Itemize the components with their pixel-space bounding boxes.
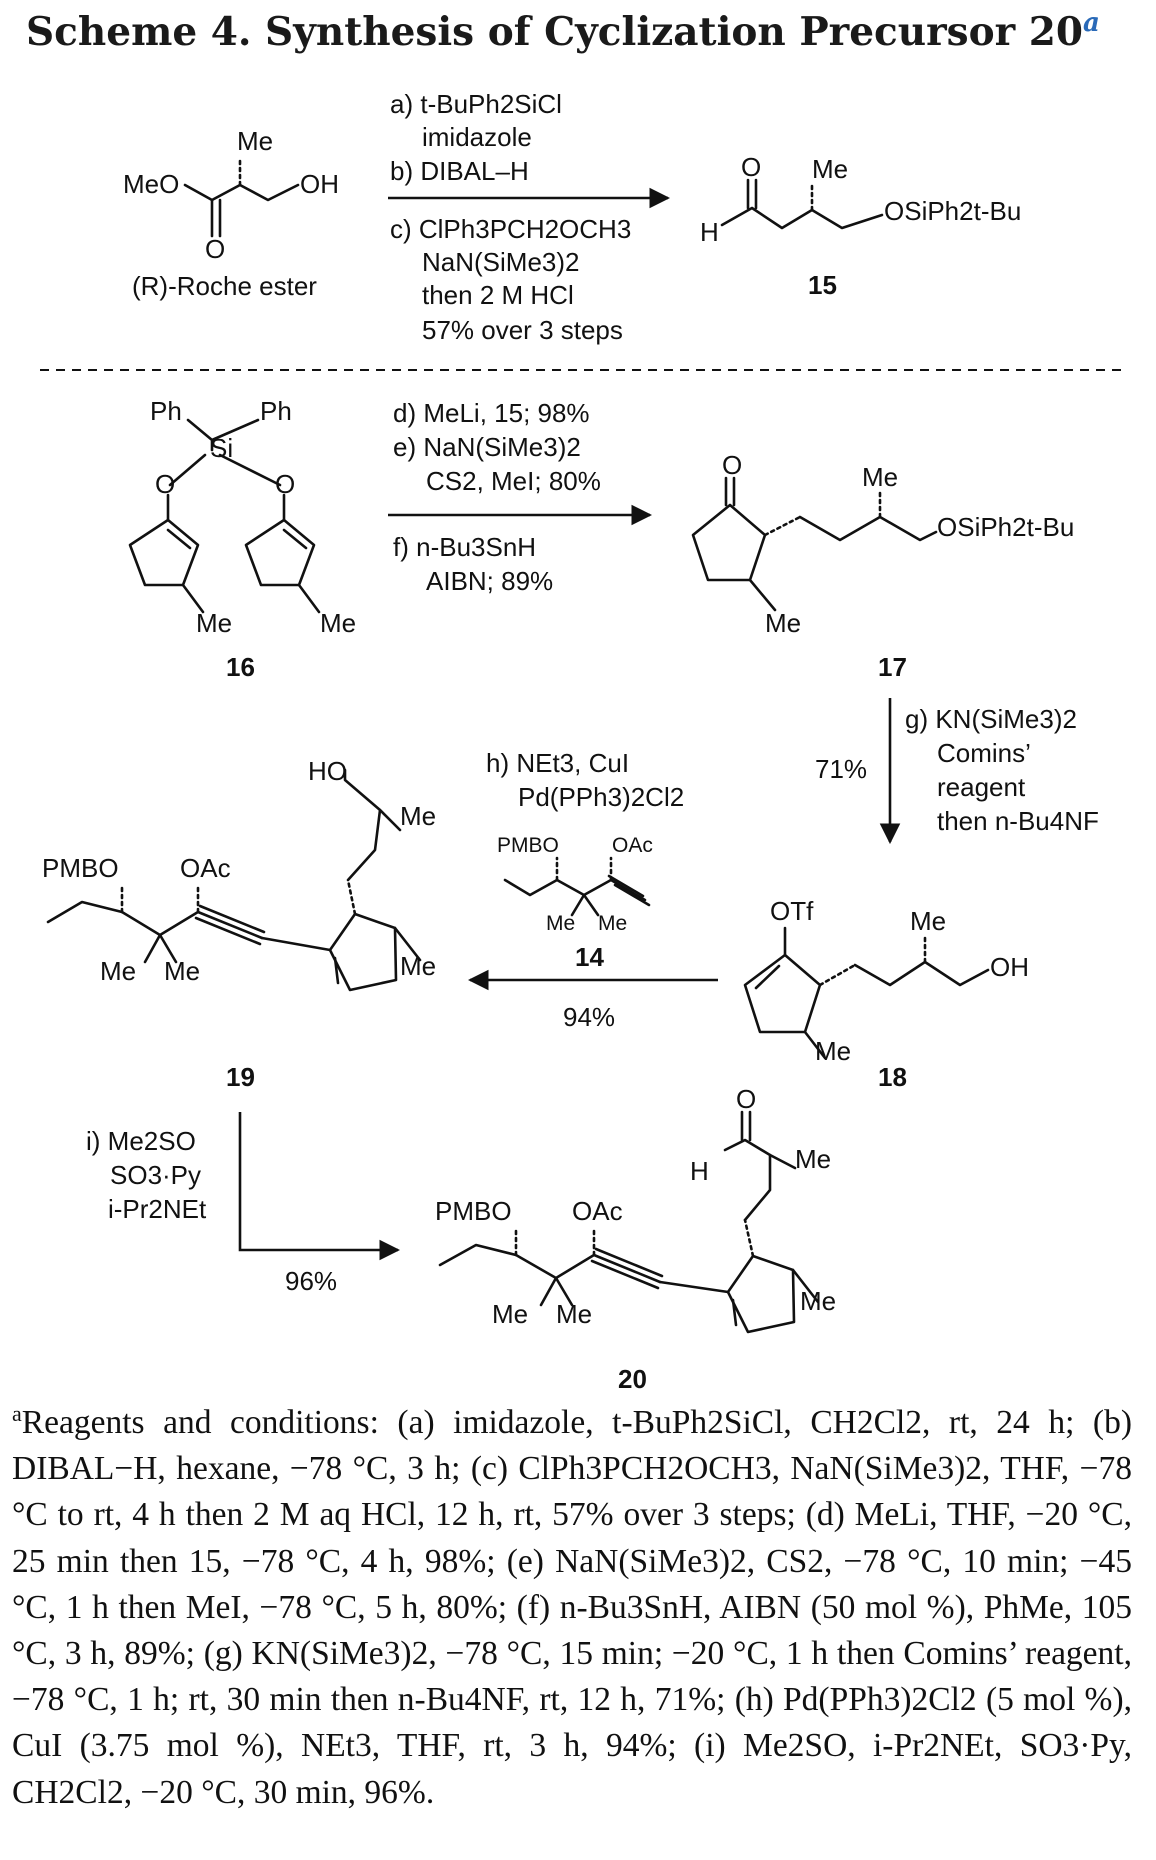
atom-me-gem-b: Me: [556, 1299, 592, 1329]
atom-me-ring: Me: [815, 1036, 851, 1066]
conditions-abc: a) t-BuPh2SiCl imidazole b) DIBAL–H c) C…: [390, 89, 631, 345]
compound-19: HO Me PMBO OAc Me Me Me 19: [42, 756, 436, 1092]
yield-g: 71%: [815, 754, 867, 784]
cond-f2: AIBN; 89%: [426, 566, 553, 596]
cond-g4: then n-Bu4NF: [937, 806, 1099, 836]
compound-20: O H Me PMBO OAc Me Me Me 20: [435, 1084, 836, 1394]
yield-i: 96%: [285, 1266, 337, 1296]
atom-oac: OAc: [612, 834, 653, 857]
cond-i: i) Me2SO: [86, 1126, 196, 1156]
reaction-scheme: MeO Me OH O (R)-Roche ester a) t-BuPh2Si…: [40, 89, 1126, 1394]
atom-h: H: [700, 217, 719, 247]
cond-i3: i-Pr2NEt: [108, 1194, 207, 1224]
atom-pmbo: PMBO: [497, 834, 559, 857]
compound-number-19: 19: [226, 1062, 255, 1092]
compound-16: Ph Ph Si O O Me Me 16: [128, 396, 356, 682]
atom-me-a: Me: [546, 912, 575, 935]
compound-18: OTf Me OH Me 18: [743, 896, 1029, 1092]
atom-o: O: [722, 450, 742, 480]
atom-me-gem-b: Me: [164, 956, 200, 986]
atom-o: O: [741, 152, 761, 182]
atom-me: Me: [862, 462, 898, 492]
cond-a: a) t-BuPh2SiCl: [390, 89, 562, 119]
footnote-text: Reagents and conditions: (a) imidazole, …: [12, 1404, 1132, 1811]
atom-h: H: [690, 1156, 709, 1186]
compound-17: O Me OSiPh2t-Bu Me 17: [691, 450, 1074, 682]
conditions-def: d) MeLi, 15; 98% e) NaN(SiMe3)2 CS2, MeI…: [393, 398, 601, 596]
atom-oac: OAc: [572, 1196, 623, 1226]
atom-o-left: O: [155, 469, 175, 499]
cond-e2: CS2, MeI; 80%: [426, 466, 601, 496]
compound-number-14: 14: [575, 942, 604, 972]
cond-g3: reagent: [937, 772, 1026, 802]
atom-ph-left: Ph: [150, 396, 182, 426]
roche-ester-label: (R)-Roche ester: [132, 271, 317, 301]
arrow-step-i: [238, 1112, 401, 1261]
cond-e: e) NaN(SiMe3)2: [393, 432, 581, 462]
cond-c3: then 2 M HCl: [422, 280, 574, 310]
compound-number-15: 15: [808, 270, 837, 300]
yield-h: 94%: [563, 1002, 615, 1032]
conditions-g: 71% g) KN(SiMe3)2 Comins’ reagent then n…: [815, 704, 1099, 836]
compound-number-16: 16: [226, 652, 255, 682]
footnote: aReagents and conditions: (a) imidazole,…: [12, 1400, 1132, 1816]
atom-me-ring: Me: [765, 608, 801, 638]
atom-meo: MeO: [123, 169, 179, 199]
cond-g2: Comins’: [937, 738, 1031, 768]
cond-a2: imidazole: [422, 122, 532, 152]
cond-f: f) n-Bu3SnH: [393, 532, 536, 562]
atom-pmbo: PMBO: [435, 1196, 512, 1226]
cond-abc-yield: 57% over 3 steps: [422, 315, 623, 345]
atom-me-chain: Me: [400, 801, 436, 831]
atom-me: Me: [910, 906, 946, 936]
atom-oac: OAc: [180, 853, 231, 883]
atom-si: Si: [210, 433, 233, 463]
cond-c2: NaN(SiMe3)2: [422, 247, 580, 277]
atom-me-gem-a: Me: [100, 956, 136, 986]
cond-h2: Pd(PPh3)2Cl2: [518, 782, 684, 812]
atom-me-ring: Me: [400, 951, 436, 981]
atom-me-right: Me: [320, 608, 356, 638]
atom-osiph2tbu: OSiPh2t-Bu: [884, 196, 1021, 226]
compound-14: PMBO OAc Me Me 14: [497, 834, 653, 972]
cond-b: b) DIBAL–H: [390, 156, 529, 186]
compound-15: O Me H OSiPh2t-Bu 15: [700, 152, 1021, 300]
atom-o-right: O: [275, 469, 295, 499]
atom-pmbo: PMBO: [42, 853, 119, 883]
atom-ph-right: Ph: [260, 396, 292, 426]
scheme-title-marker: a: [1083, 8, 1100, 38]
conditions-i: i) Me2SO SO3·Py i-Pr2NEt 96%: [86, 1126, 337, 1296]
cond-c: c) ClPh3PCH2OCH3: [390, 214, 631, 244]
cond-h: h) NEt3, CuI: [486, 748, 629, 778]
atom-osiph2tbu: OSiPh2t-Bu: [937, 512, 1074, 542]
atom-me-b: Me: [598, 912, 627, 935]
atom-ho: HO: [308, 756, 347, 786]
atom-o: O: [205, 234, 225, 264]
footnote-marker: a: [12, 1401, 22, 1426]
compound-number-17: 17: [878, 652, 907, 682]
atom-me-gem-a: Me: [492, 1299, 528, 1329]
compound-roche-ester: MeO Me OH O (R)-Roche ester: [123, 126, 339, 301]
compound-number-18: 18: [878, 1062, 907, 1092]
atom-me: Me: [237, 126, 273, 156]
atom-me: Me: [812, 154, 848, 184]
cond-i2: SO3·Py: [110, 1160, 201, 1190]
atom-me-left: Me: [196, 608, 232, 638]
atom-oh: OH: [300, 169, 339, 199]
atom-me-ring: Me: [800, 1286, 836, 1316]
compound-number-20: 20: [618, 1364, 647, 1394]
atom-me-chain: Me: [795, 1144, 831, 1174]
atom-oh: OH: [990, 952, 1029, 982]
cond-d: d) MeLi, 15; 98%: [393, 398, 590, 428]
scheme-title: Scheme 4. Synthesis of Cyclization Precu…: [26, 8, 1100, 55]
conditions-h: h) NEt3, CuI Pd(PPh3)2Cl2 94%: [486, 748, 684, 1032]
cond-g: g) KN(SiMe3)2: [905, 704, 1077, 734]
atom-otf: OTf: [770, 896, 814, 926]
scheme-title-text: Scheme 4. Synthesis of Cyclization Precu…: [26, 9, 1084, 55]
atom-o: O: [736, 1084, 756, 1114]
